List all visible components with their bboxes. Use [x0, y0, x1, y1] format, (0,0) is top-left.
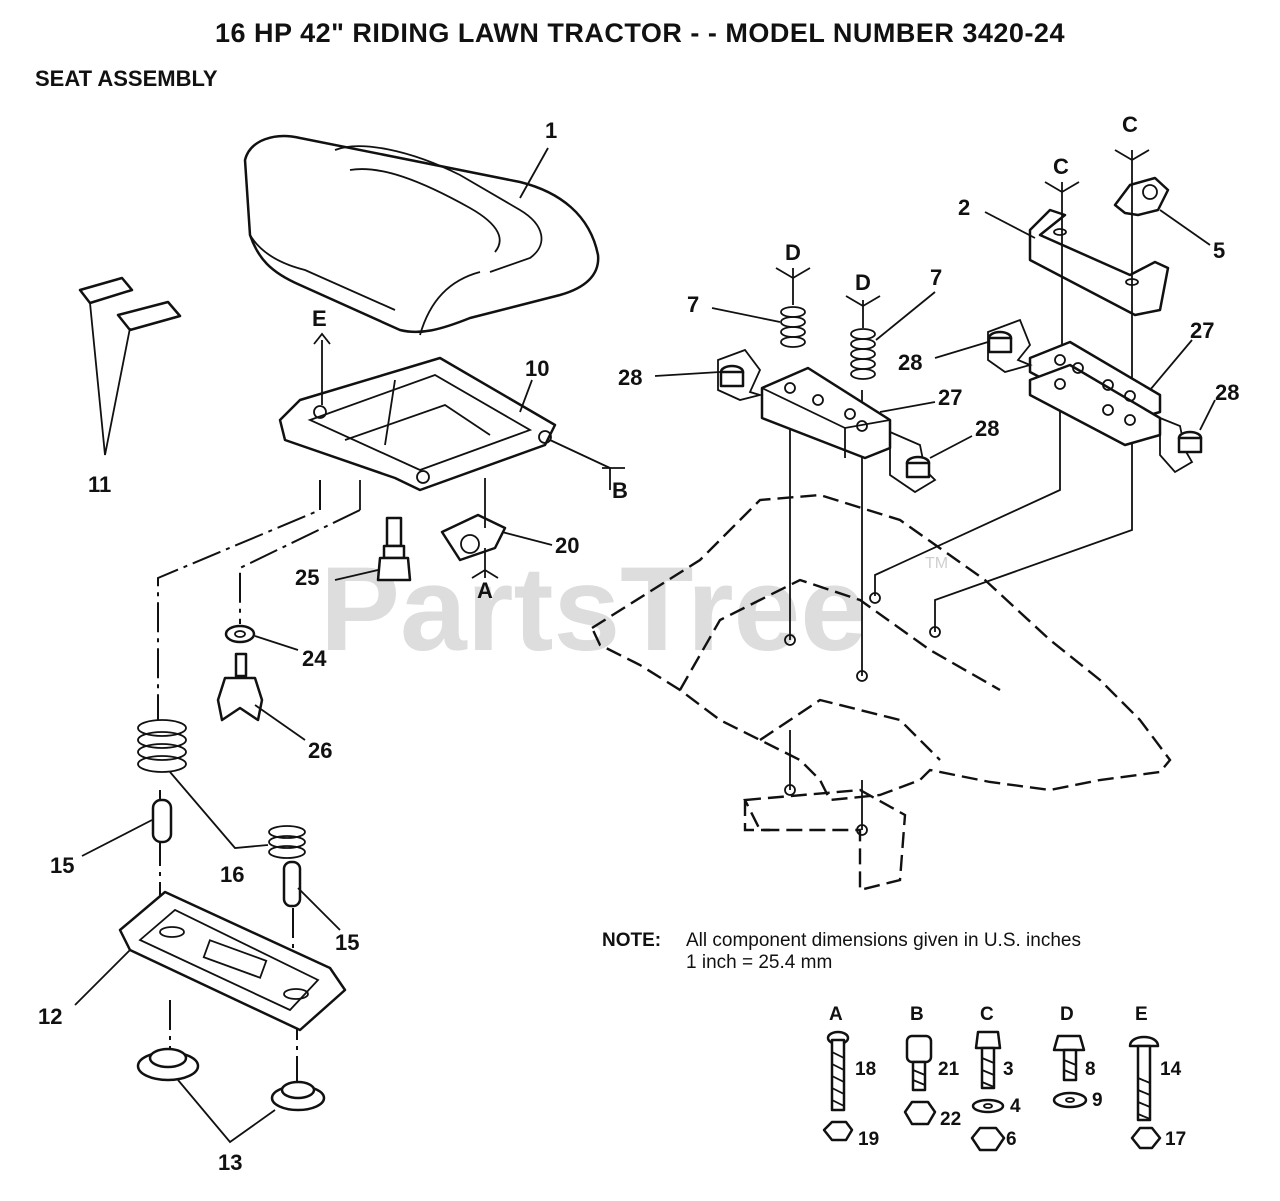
letter-D2: D	[855, 270, 871, 295]
hw-num-9: 9	[1092, 1090, 1103, 1111]
stud-part	[334, 480, 412, 582]
hardware-E	[1128, 1035, 1162, 1150]
callout-28a: 28	[618, 365, 642, 390]
callout-25: 25	[295, 565, 319, 590]
note-line-1: All component dimensions given in U.S. i…	[686, 930, 1081, 951]
watermark-tm: TM	[925, 555, 948, 572]
clip-part	[440, 478, 553, 579]
callout-28b: 28	[975, 416, 999, 441]
callout-27b: 27	[1190, 318, 1214, 343]
callout-11: 11	[88, 472, 111, 497]
washer-knob-part	[216, 624, 306, 741]
note-label: NOTE:	[602, 930, 662, 951]
hw-num-18: 18	[855, 1059, 876, 1080]
hw-letter-D: D	[1060, 1004, 1074, 1025]
bushing-part	[136, 1047, 326, 1144]
callout-20: 20	[555, 533, 579, 558]
mount-block-left	[717, 348, 937, 494]
callout-15b: 15	[335, 930, 359, 955]
dimension-note: NOTE: All component dimensions given in U…	[602, 930, 1081, 974]
decal-part	[78, 276, 182, 456]
spacer-28a-body	[719, 370, 745, 388]
spacer-28b-body	[905, 461, 931, 479]
hw-num-14: 14	[1160, 1059, 1182, 1080]
letter-A: A	[477, 578, 493, 603]
hw-letter-B: B	[910, 1004, 924, 1025]
callout-12: 12	[38, 1004, 62, 1029]
hardware-C	[970, 1030, 1006, 1152]
callout-7a: 7	[687, 292, 699, 317]
hw-num-17: 17	[1165, 1129, 1186, 1150]
hardware-D	[1052, 1034, 1088, 1109]
callout-13: 13	[218, 1150, 242, 1175]
callout-28c: 28	[898, 350, 922, 375]
hw-num-22: 22	[940, 1109, 961, 1130]
hw-num-6: 6	[1006, 1129, 1017, 1150]
letter-E: E	[312, 306, 327, 331]
spacer-part	[81, 798, 341, 931]
note-line-2: 1 inch = 25.4 mm	[686, 952, 833, 973]
hardware-A	[822, 1030, 854, 1142]
hw-letter-E: E	[1135, 1004, 1148, 1025]
letter-B: B	[612, 478, 628, 503]
mount-block-right	[987, 318, 1194, 474]
callout-7b: 7	[930, 265, 942, 290]
callout-27a: 27	[938, 385, 962, 410]
hardware-B	[903, 1034, 937, 1126]
hw-num-4: 4	[1010, 1096, 1021, 1117]
bracket-plate-part	[74, 890, 347, 1032]
spacer-28c-body	[987, 336, 1013, 354]
callout-26: 26	[308, 738, 332, 763]
watermark-text: PartsTree	[320, 542, 867, 676]
clip-5-part	[1113, 176, 1211, 246]
section-title: SEAT ASSEMBLY	[35, 66, 218, 91]
hw-letter-A: A	[829, 1004, 843, 1025]
callout-10: 10	[525, 356, 549, 381]
hw-num-3: 3	[1003, 1059, 1014, 1080]
callout-1: 1	[545, 118, 557, 143]
bracket-2-part	[984, 208, 1170, 317]
hw-num-21: 21	[938, 1059, 960, 1080]
seat-part	[243, 134, 600, 336]
page-title: 16 HP 42" RIDING LAWN TRACTOR - - MODEL …	[215, 18, 1065, 48]
letter-C2: C	[1122, 112, 1138, 137]
callout-28d: 28	[1215, 380, 1239, 405]
seat-pan-part	[278, 356, 557, 492]
frame-outline	[590, 493, 1172, 892]
hw-num-19: 19	[858, 1129, 879, 1150]
letter-C1: C	[1053, 154, 1069, 179]
spacer-28d-body	[1177, 436, 1203, 454]
letter-D1: D	[785, 240, 801, 265]
callout-5: 5	[1213, 238, 1225, 263]
callout-16: 16	[220, 862, 244, 887]
callout-2: 2	[958, 195, 970, 220]
callout-15a: 15	[50, 853, 74, 878]
hw-num-8: 8	[1085, 1059, 1096, 1080]
spring-7-part	[780, 268, 876, 380]
hw-letter-C: C	[980, 1004, 994, 1025]
callout-24: 24	[302, 646, 327, 671]
spring-part	[137, 719, 306, 859]
